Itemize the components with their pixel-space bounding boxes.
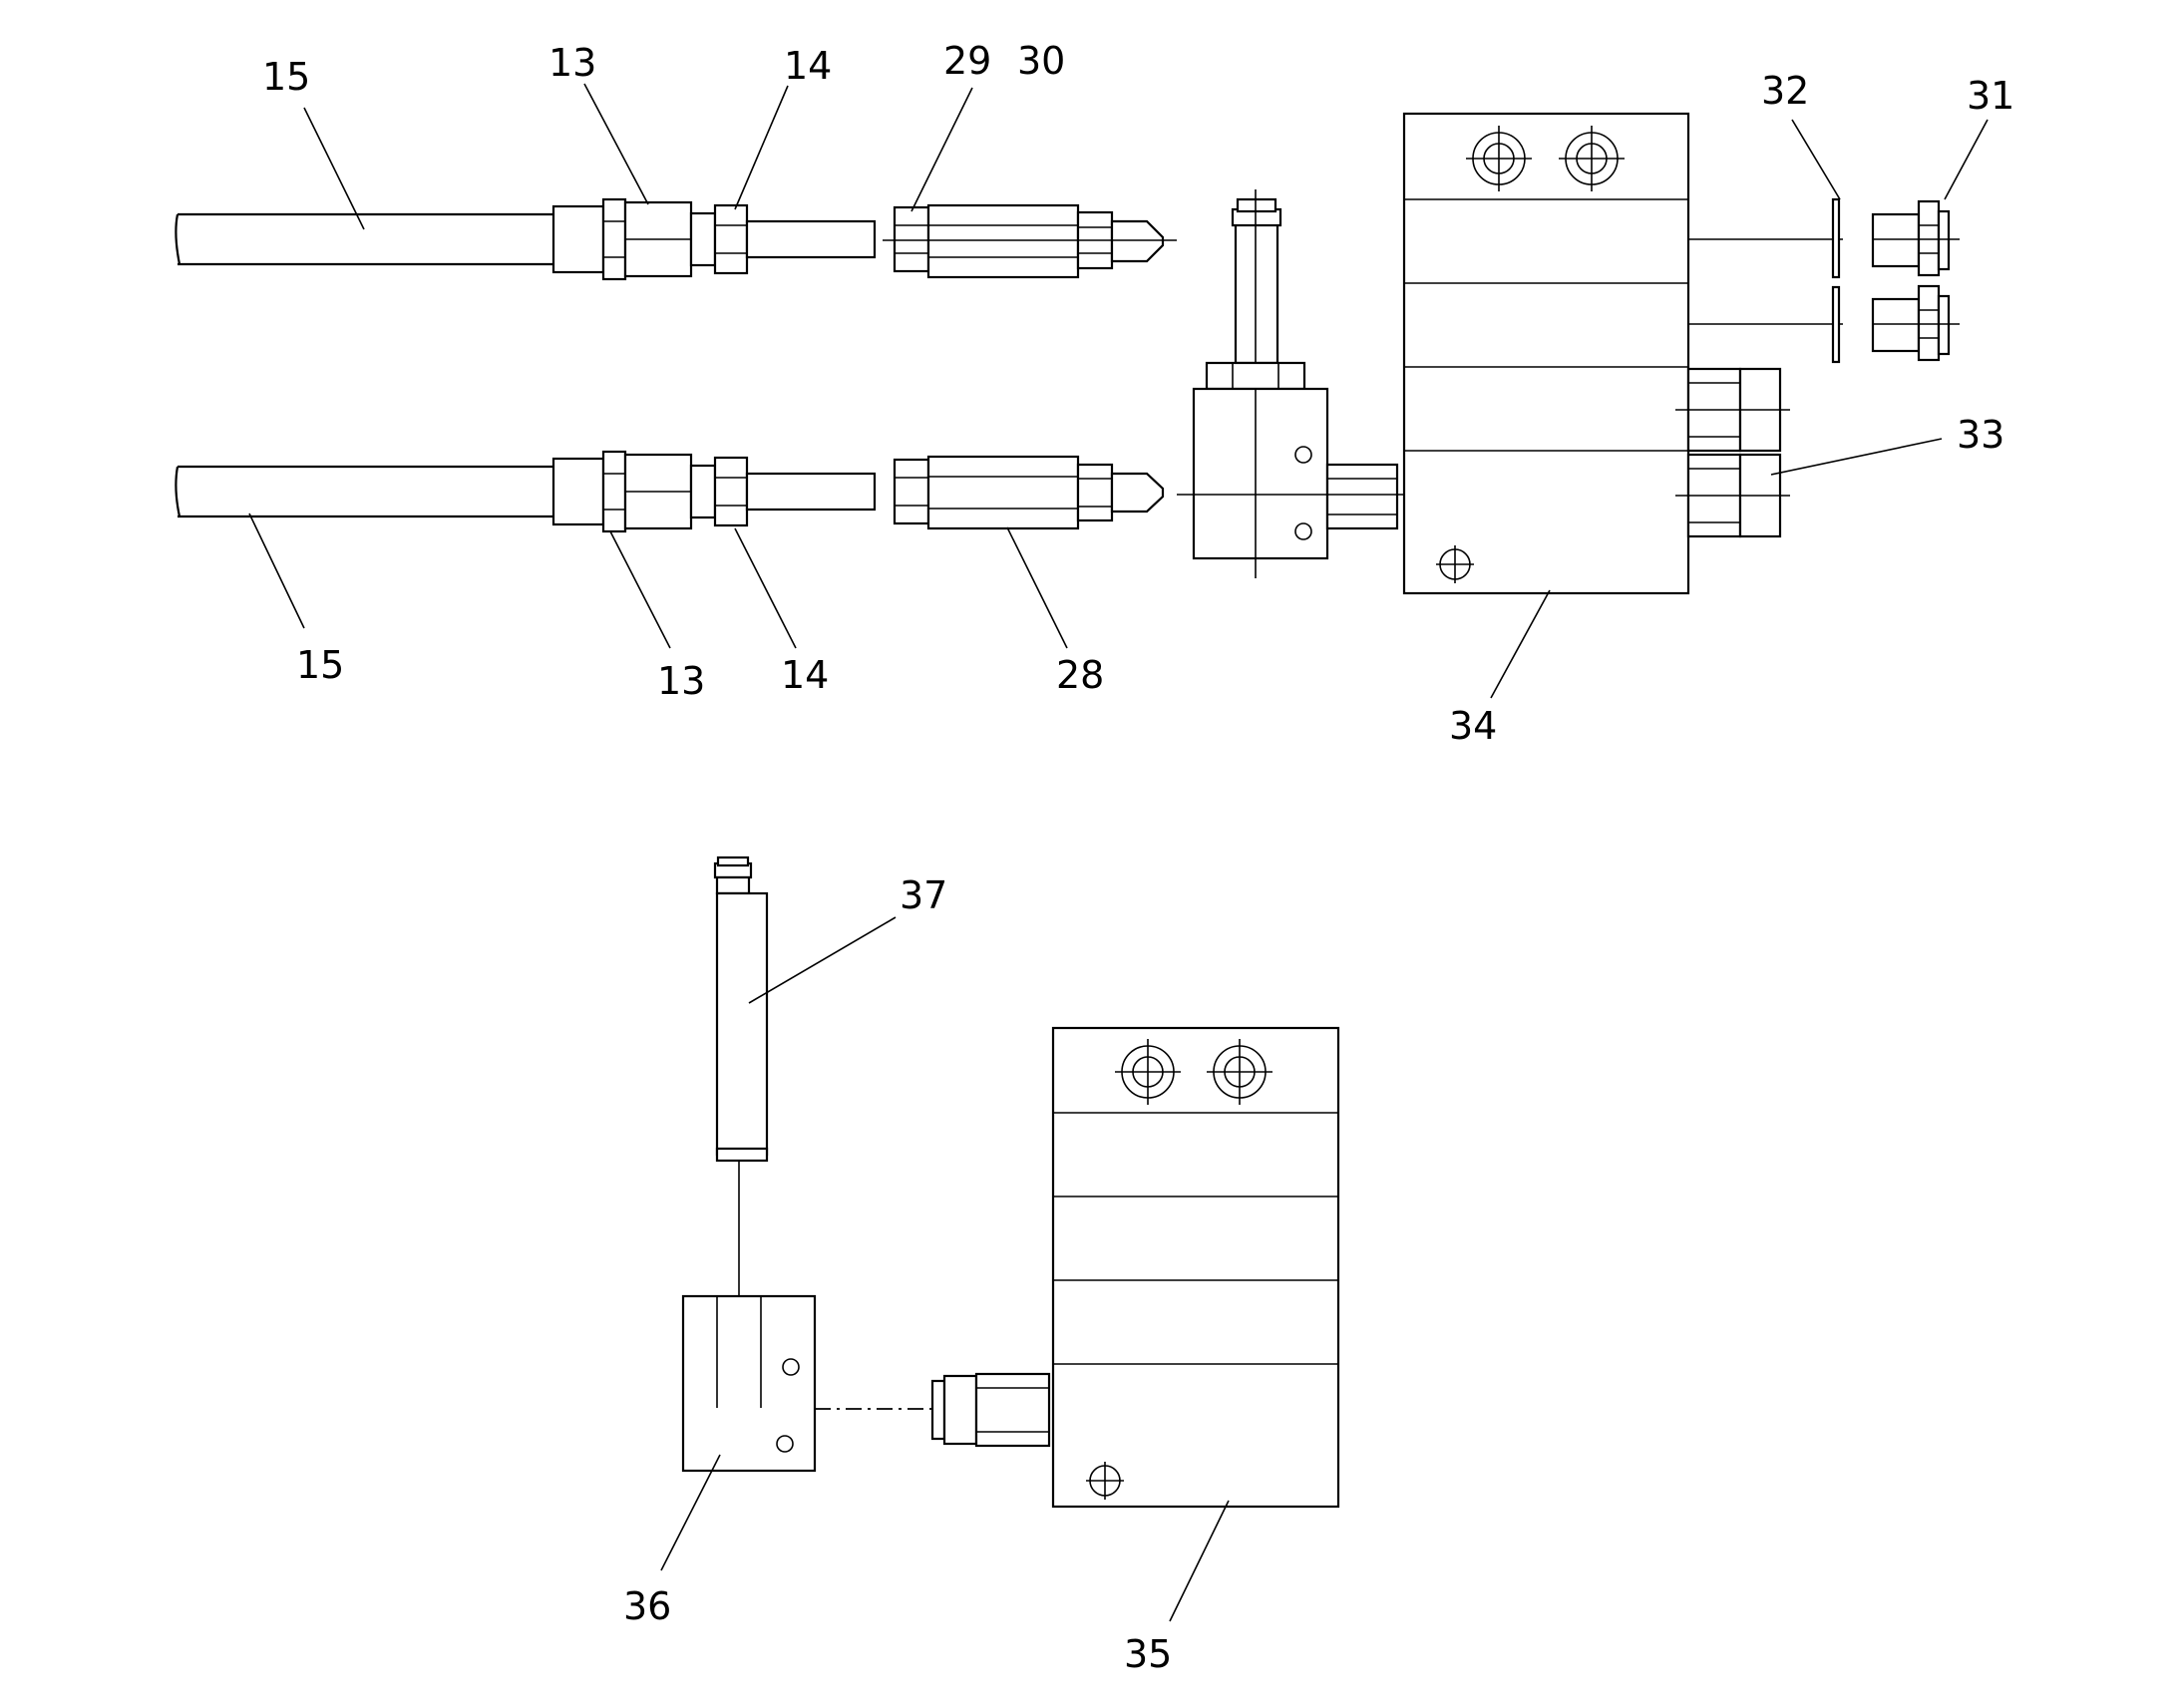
manifold-block-lower xyxy=(1051,1026,1340,1509)
callout-labels: 15 13 14 29 30 32 31 33 34 15 13 14 28 3… xyxy=(262,39,2014,1676)
mounting-hole-icon xyxy=(1436,545,1474,583)
port-icon xyxy=(1207,1039,1272,1105)
solenoid-valve-lower xyxy=(681,1294,932,1473)
callout-31: 31 xyxy=(1967,74,2014,118)
callout-14: 14 xyxy=(781,653,829,697)
callout-14: 14 xyxy=(784,44,832,88)
callout-13: 13 xyxy=(548,41,596,85)
callout-36: 36 xyxy=(623,1584,671,1628)
solenoid-rod xyxy=(713,855,769,1296)
callout-13: 13 xyxy=(657,659,705,703)
callout-34: 34 xyxy=(1449,704,1497,748)
hose-assembly-lower xyxy=(175,450,877,533)
callout-30: 30 xyxy=(1017,39,1065,83)
port-icon xyxy=(1466,126,1532,191)
port-icon xyxy=(1115,1039,1181,1105)
callout-33: 33 xyxy=(1957,413,2004,457)
plug-fittings xyxy=(1675,367,1790,538)
callout-28: 28 xyxy=(1056,653,1104,697)
manifold-block-upper xyxy=(1402,112,1690,595)
callout-29: 29 xyxy=(943,39,991,83)
callout-15: 15 xyxy=(296,643,344,687)
adapter-fitting-upper xyxy=(883,203,1177,279)
hose-assembly-upper xyxy=(175,197,877,281)
leader-lines xyxy=(248,83,1989,1622)
callout-35: 35 xyxy=(1124,1632,1172,1676)
connector-fitting xyxy=(930,1372,1051,1448)
callout-37: 37 xyxy=(900,873,947,917)
callout-15: 15 xyxy=(262,55,310,99)
port-icon xyxy=(1559,126,1625,191)
callout-32: 32 xyxy=(1761,69,1809,113)
solenoid-valve-upper xyxy=(1177,189,1416,578)
adapter-fitting-lower xyxy=(893,455,1165,530)
bolts-washers xyxy=(1688,197,1960,364)
mounting-hole-icon xyxy=(1086,1462,1124,1500)
